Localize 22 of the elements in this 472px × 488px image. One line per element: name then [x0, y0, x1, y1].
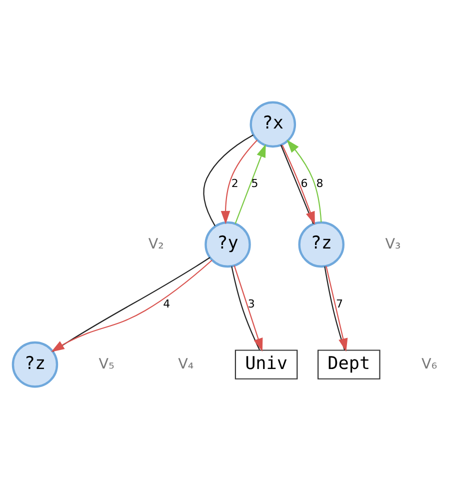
edge-label: 3: [248, 296, 255, 310]
node-label: V₂: [148, 236, 164, 252]
node-label: V₄: [178, 356, 194, 372]
node-circle: ?z: [298, 220, 344, 268]
node-circle: ?x: [250, 100, 296, 148]
node-circle: ?y: [204, 220, 251, 268]
node-label: V₅: [98, 356, 114, 372]
arrow: [234, 143, 266, 224]
node-box: Dept: [318, 349, 380, 379]
edge-label: 8: [316, 176, 324, 190]
arrow: [220, 139, 258, 224]
connector: [203, 134, 254, 226]
edge-label: 2: [231, 176, 238, 190]
edge-label: 5: [251, 176, 258, 190]
node-circle: ?z: [12, 340, 58, 388]
edge-label: 7: [336, 296, 344, 310]
edge-label: 4: [163, 296, 170, 310]
edge-label: 6: [300, 176, 308, 190]
node-label: V₃: [385, 236, 401, 252]
node-box: Univ: [234, 349, 298, 379]
node-label: V₆: [422, 356, 438, 372]
arrow: [286, 139, 322, 222]
